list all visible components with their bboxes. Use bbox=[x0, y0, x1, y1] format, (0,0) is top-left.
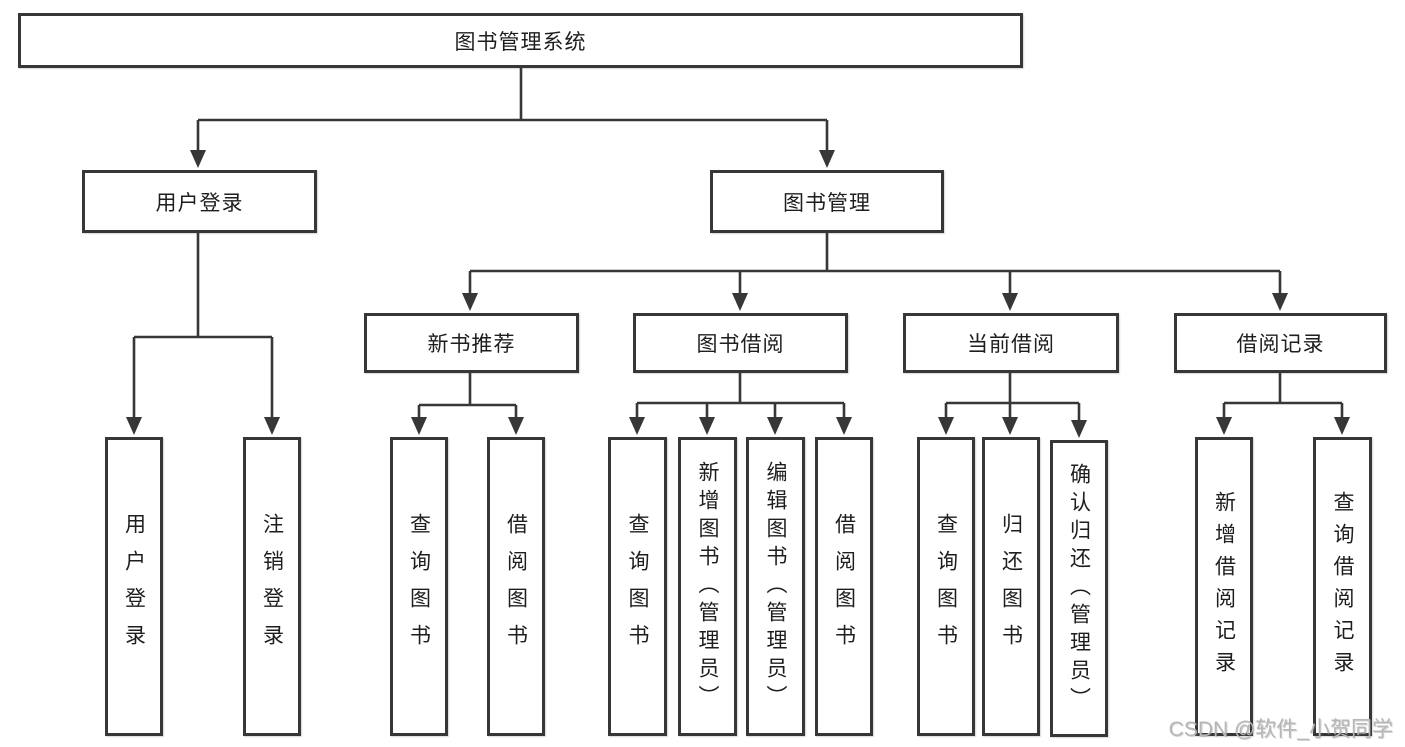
arrow-down-icon bbox=[190, 150, 206, 168]
node-user-login-leaf: 用户登录 bbox=[105, 437, 163, 736]
node-borrowing-add-books-admin: 新增图书（管理员） bbox=[678, 437, 737, 736]
node-records-query-record: 查询借阅记录 bbox=[1313, 437, 1372, 736]
arrow-down-icon bbox=[1272, 293, 1288, 311]
node-records-query-record-label: 查询借阅记录 bbox=[1331, 490, 1354, 683]
node-borrow-records: 借阅记录 bbox=[1174, 313, 1387, 373]
node-newbook-borrow-books-label: 借阅图书 bbox=[504, 512, 528, 661]
node-current-borrow-label: 当前借阅 bbox=[967, 333, 1055, 356]
node-current-return-books-label: 归还图书 bbox=[999, 512, 1023, 661]
node-book-management-group: 图书管理 bbox=[710, 170, 944, 233]
node-book-borrowing: 图书借阅 bbox=[633, 313, 848, 373]
node-new-book-recommend: 新书推荐 bbox=[364, 313, 579, 373]
arrow-down-icon bbox=[699, 417, 715, 435]
node-newbook-borrow-books: 借阅图书 bbox=[487, 437, 545, 736]
connector-line bbox=[1222, 373, 1344, 423]
arrow-down-icon bbox=[264, 417, 280, 435]
arrow-down-icon bbox=[819, 150, 835, 168]
node-current-return-books: 归还图书 bbox=[982, 437, 1040, 736]
node-user-login-leaf-label: 用户登录 bbox=[122, 512, 146, 661]
node-records-add-record-label: 新增借阅记录 bbox=[1212, 490, 1236, 683]
node-borrowing-query-books-label: 查询图书 bbox=[626, 512, 649, 661]
connector-line bbox=[196, 68, 829, 153]
node-new-book-recommend-label: 新书推荐 bbox=[427, 333, 516, 356]
node-borrowing-edit-books-admin-label: 编辑图书（管理员） bbox=[764, 460, 787, 713]
csdn-watermark: CSDN @软件_小贺同学 bbox=[1168, 718, 1393, 741]
node-logout-leaf: 注销登录 bbox=[243, 437, 301, 736]
arrow-down-icon bbox=[411, 417, 427, 435]
arrow-down-icon bbox=[629, 417, 645, 435]
arrow-down-icon bbox=[126, 417, 142, 435]
arrow-down-icon bbox=[1334, 417, 1350, 435]
node-records-add-record: 新增借阅记录 bbox=[1195, 437, 1253, 736]
node-borrowing-add-books-admin-label: 新增图书（管理员） bbox=[696, 460, 719, 713]
node-borrow-records-label: 借阅记录 bbox=[1236, 333, 1325, 356]
node-newbook-query-books: 查询图书 bbox=[390, 437, 448, 736]
node-current-query-books-label: 查询图书 bbox=[934, 512, 958, 661]
node-book-borrowing-label: 图书借阅 bbox=[696, 333, 785, 356]
node-borrowing-borrow-books-label: 借阅图书 bbox=[832, 512, 856, 661]
arrow-down-icon bbox=[1216, 417, 1232, 435]
arrow-down-icon bbox=[938, 417, 954, 435]
node-current-borrow: 当前借阅 bbox=[903, 313, 1119, 373]
connector-line bbox=[635, 373, 846, 423]
connector-line bbox=[944, 373, 1081, 426]
node-current-query-books: 查询图书 bbox=[917, 437, 975, 736]
connector-line bbox=[417, 373, 518, 423]
node-user-login-group-label: 用户登录 bbox=[155, 191, 244, 215]
node-current-confirm-return-admin: 确认归还（管理员） bbox=[1050, 440, 1108, 737]
connector-line bbox=[132, 233, 274, 423]
node-root-label: 图书管理系统 bbox=[454, 30, 587, 54]
arrow-down-icon bbox=[836, 417, 852, 435]
arrow-down-icon bbox=[462, 293, 478, 311]
arrow-down-icon bbox=[767, 417, 783, 435]
node-root: 图书管理系统 bbox=[18, 13, 1023, 68]
arrow-down-icon bbox=[508, 417, 524, 435]
node-book-management-group-label: 图书管理 bbox=[783, 191, 871, 215]
node-borrowing-query-books: 查询图书 bbox=[608, 437, 667, 736]
node-user-login-group: 用户登录 bbox=[82, 170, 317, 233]
arrow-down-icon bbox=[1071, 420, 1087, 438]
arrow-down-icon bbox=[732, 293, 748, 311]
connector-line bbox=[468, 233, 1282, 298]
arrow-down-icon bbox=[1002, 417, 1018, 435]
node-current-confirm-return-admin-label: 确认归还（管理员） bbox=[1067, 462, 1091, 715]
arrow-down-icon bbox=[1002, 293, 1018, 311]
node-borrowing-edit-books-admin: 编辑图书（管理员） bbox=[746, 437, 805, 736]
node-borrowing-borrow-books: 借阅图书 bbox=[815, 437, 873, 736]
node-newbook-query-books-label: 查询图书 bbox=[407, 512, 431, 661]
node-logout-leaf-label: 注销登录 bbox=[260, 512, 284, 661]
